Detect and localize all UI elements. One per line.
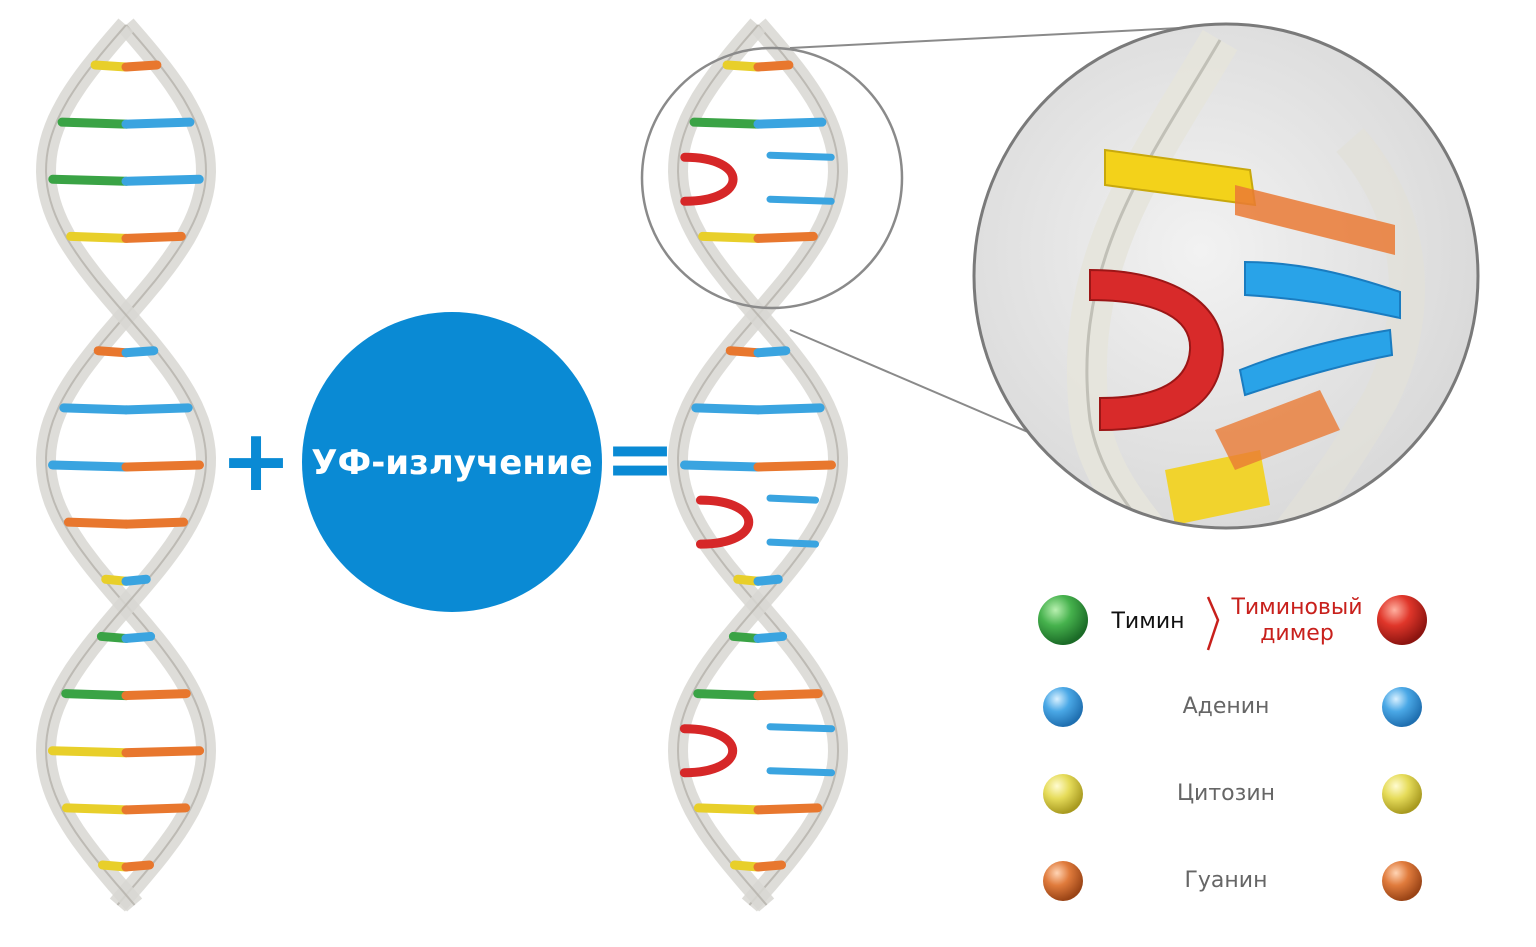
base-left: [61, 689, 131, 701]
legend: Тимин Тиминовый димер Аденин Цитозин Гуа…: [1038, 595, 1427, 901]
base-right: [753, 460, 836, 472]
base-left: [693, 689, 763, 701]
base-right: [753, 689, 823, 701]
magnifier-large-circle: [972, 22, 1480, 530]
dimer-bracket-icon: [1206, 596, 1220, 651]
legend-cytosine-label: Цитозин: [1177, 781, 1275, 806]
uv-circle: [302, 312, 602, 612]
base-right: [753, 860, 787, 872]
base-right: [121, 574, 151, 586]
helix-backbone-edge: [44, 24, 208, 906]
base-left: [47, 746, 131, 758]
helix-backbone-edge: [44, 24, 208, 906]
zoom-base-cytosine-2: [1165, 450, 1270, 525]
legend-cytosine-ball-left: [1043, 774, 1083, 814]
base-left: [66, 231, 131, 243]
base-left: [725, 346, 763, 358]
thymine-dimer: [679, 724, 738, 778]
base-left: [48, 460, 131, 472]
base-right: [753, 231, 818, 243]
base-right: [121, 746, 205, 758]
base-left: [680, 460, 763, 472]
helix-backbone-edge: [676, 24, 840, 906]
magnifier-small-circle: [640, 46, 904, 310]
base-right: [753, 117, 827, 129]
base-right: [121, 231, 186, 243]
base-left: [48, 174, 131, 186]
zoom-base-adenine-2: [1238, 328, 1394, 397]
legend-thymine-ball: [1038, 595, 1088, 645]
base-left: [57, 117, 131, 129]
base-right: [753, 631, 788, 643]
legend-guanine-ball-left: [1043, 861, 1083, 901]
legend-dimer-label-line2: димер: [1260, 621, 1334, 646]
legend-adenine-ball-left: [1043, 687, 1083, 727]
base-left: [698, 231, 763, 243]
base-left: [59, 403, 131, 415]
base-left: [90, 60, 131, 72]
unpaired-adenine: [766, 538, 820, 548]
callout-line-top: [789, 27, 1181, 49]
zoom-backbone-back: [1255, 128, 1425, 528]
legend-guanine-label: Гуанин: [1185, 868, 1268, 893]
equals-sign: =: [604, 409, 676, 509]
base-right: [753, 346, 791, 358]
unpaired-adenine: [766, 195, 835, 205]
zoom-base-guanine-2: [1215, 390, 1340, 470]
legend-dimer-label-line1: Тиминовый: [1230, 595, 1362, 620]
base-right: [121, 117, 195, 129]
callout-line-bottom: [789, 329, 1071, 451]
legend-cytosine-ball-right: [1382, 774, 1422, 814]
base-right: [753, 803, 823, 815]
unpaired-adenine: [766, 767, 836, 777]
uv-label: УФ-излучение: [311, 443, 592, 483]
legend-guanine-ball-right: [1382, 861, 1422, 901]
legend-dimer-ball: [1377, 595, 1427, 645]
base-right: [753, 574, 783, 586]
base-left: [93, 346, 131, 358]
base-left: [693, 803, 763, 815]
base-left: [63, 517, 131, 529]
base-left: [691, 403, 763, 415]
legend-adenine-label: Аденин: [1183, 694, 1270, 719]
zoom-thymine-dimer: [1089, 268, 1224, 432]
unpaired-adenine: [766, 151, 835, 161]
legend-thymine-label: Тимин: [1110, 609, 1184, 634]
base-left: [722, 60, 763, 72]
dna-helix-normal: [35, 18, 217, 912]
base-right: [121, 803, 191, 815]
zoom-base-adenine-1: [1244, 260, 1401, 320]
unpaired-adenine: [766, 494, 820, 504]
base-left: [689, 117, 763, 129]
base-right: [121, 631, 156, 643]
base-right: [121, 517, 189, 529]
plus-sign: +: [220, 411, 292, 511]
thymine-dimer: [695, 495, 754, 549]
helix-backbone-edge: [676, 24, 840, 906]
base-right: [121, 460, 204, 472]
base-left: [61, 803, 131, 815]
base-right: [121, 60, 162, 72]
dna-helix-damaged: [667, 18, 849, 912]
magnified-view: [972, 22, 1480, 530]
base-right: [121, 403, 193, 415]
base-right: [753, 60, 794, 72]
legend-adenine-ball-right: [1382, 687, 1422, 727]
base-right: [121, 346, 159, 358]
unpaired-adenine: [766, 723, 836, 733]
base-right: [753, 403, 825, 415]
base-right: [121, 860, 155, 872]
zoom-base-guanine: [1235, 185, 1395, 255]
base-right: [121, 174, 204, 186]
thymine-dimer: [680, 152, 738, 206]
base-right: [121, 689, 191, 701]
